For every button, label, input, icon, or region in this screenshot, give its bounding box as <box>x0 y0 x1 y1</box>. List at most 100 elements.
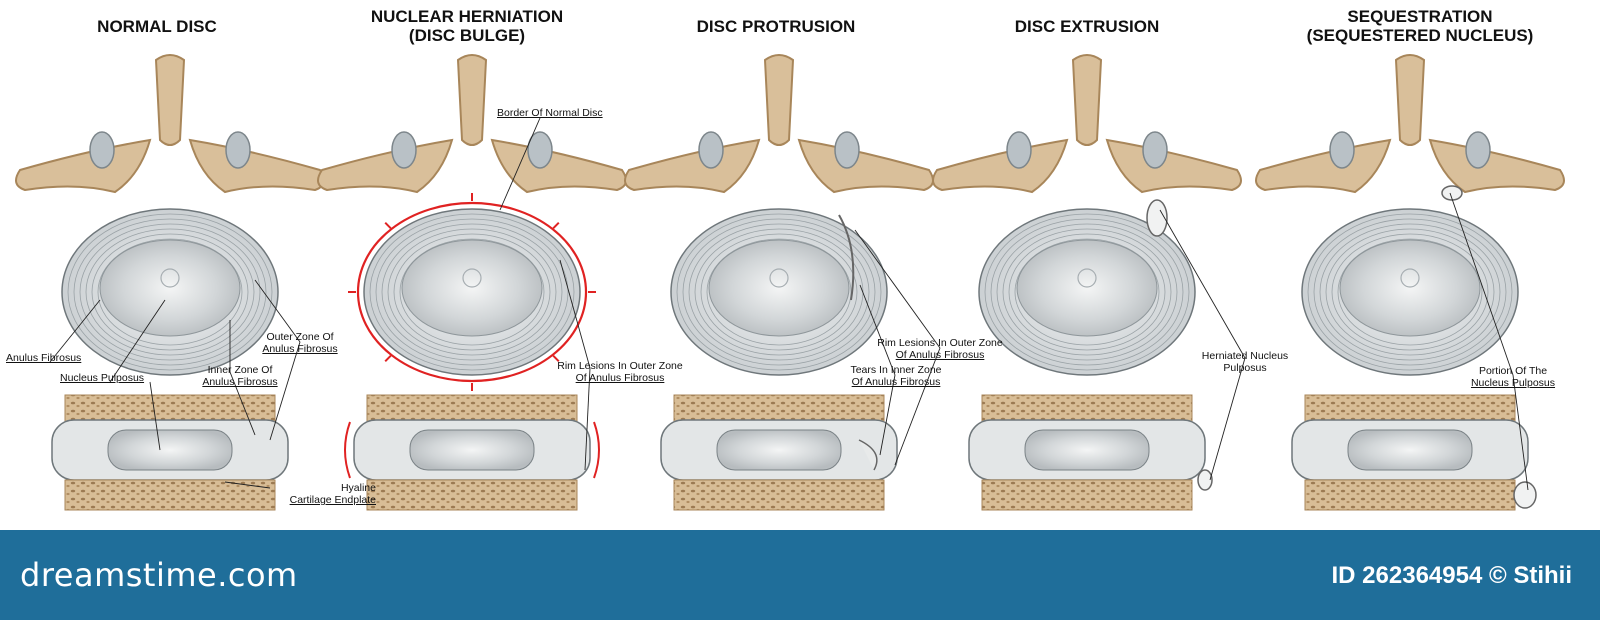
spinous-process-shape <box>1071 54 1103 146</box>
left-facet-shape <box>1006 131 1032 169</box>
anulus-ring <box>369 213 575 371</box>
anulus-ring <box>375 218 569 366</box>
left-transverse-process-shape <box>1255 138 1392 194</box>
brand-logo-text: dreamstime.com <box>20 556 298 594</box>
anulus-ring <box>688 223 870 361</box>
bulge-side-left <box>344 421 351 479</box>
nucleus-side-view <box>716 429 842 471</box>
stock-footer-bar: dreamstime.com ID 262364954 © Stihii <box>0 530 1600 620</box>
anulus-ring <box>1325 228 1495 356</box>
left-transverse-process-shape <box>624 138 761 194</box>
panel-title-line: (DISC BULGE) <box>408 26 526 45</box>
panel-1-artwork <box>15 54 325 511</box>
bulge-direction-arrow <box>552 354 560 363</box>
bulge-side-right <box>593 421 600 479</box>
panel-title-line: DISC PROTRUSION <box>696 17 856 36</box>
anulus-ring <box>984 213 1190 371</box>
diagram-stage: NORMAL DISC NUCLEAR HERNIATION (DISC BUL… <box>6 7 1565 511</box>
lower-vertebral-body <box>673 479 885 511</box>
anulus-ring <box>393 233 551 351</box>
lower-vertebral-body <box>64 479 276 511</box>
anulus-ring <box>67 213 273 371</box>
disc-herniation-illustration <box>15 54 1565 511</box>
bulge-direction-arrow <box>384 221 392 230</box>
panel-title-line: NUCLEAR HERNIATION <box>370 7 564 26</box>
lower-vertebral-body <box>981 479 1193 511</box>
anulus-ring <box>97 238 243 346</box>
label-rim-lesions: Rim Lesions In Outer Zone Of Anulus Fibr… <box>557 360 683 384</box>
panel-4-artwork <box>932 54 1242 511</box>
leader-line <box>229 371 256 436</box>
anulus-ring <box>1331 233 1489 351</box>
label-tears-inner-zone: Tears In Inner Zone Of Anulus Fibrosus <box>850 364 942 388</box>
leader-line <box>584 367 591 471</box>
right-facet-shape <box>1142 131 1168 169</box>
label-inner-zone: Inner Zone Of Anulus Fibrosus <box>202 364 278 388</box>
sequestered-fragment-side <box>1513 481 1537 509</box>
disc-bulge-border <box>356 201 588 383</box>
nucleus-top-view <box>1016 239 1158 337</box>
leader-line <box>854 229 941 349</box>
leader-line <box>499 117 541 211</box>
leader-line <box>1209 357 1246 481</box>
panel-title-disc-protrusion: DISC PROTRUSION <box>636 17 916 36</box>
left-facet-shape <box>1329 131 1355 169</box>
panel-title-line: NORMAL DISC <box>97 17 217 36</box>
leader-line <box>224 481 271 489</box>
upper-vertebral-body <box>366 394 578 424</box>
panel-title-normal-disc: NORMAL DISC <box>17 17 297 36</box>
anulus-ring <box>91 233 249 351</box>
right-facet-shape <box>527 131 553 169</box>
anulus-ring <box>85 228 255 356</box>
anulus-ring <box>387 228 557 356</box>
left-facet-shape <box>698 131 724 169</box>
anulus-ring <box>700 233 858 351</box>
spinous-process-shape <box>456 54 488 146</box>
label-anulus-fibrosus: Anulus Fibrosus <box>6 352 82 364</box>
anulus-ring <box>399 238 545 346</box>
panel-title-line: DISC EXTRUSION <box>1014 17 1160 36</box>
leader-line <box>559 259 591 369</box>
anulus-ring <box>682 218 876 366</box>
panel-title-nuclear-herniation: NUCLEAR HERNIATION (DISC BULGE) <box>327 7 607 45</box>
anulus-ring <box>381 223 563 361</box>
leader-line <box>1512 374 1529 491</box>
leader-line <box>254 279 301 343</box>
panel-title-line: SEQUESTRATION <box>1347 7 1493 26</box>
anulus-ring <box>1008 233 1166 351</box>
anulus-ring <box>1319 223 1501 361</box>
extruded-nucleus-side <box>1197 469 1213 491</box>
anulus-ring <box>1014 238 1160 346</box>
panel-title-line: (SEQUESTERED NUCLEUS) <box>1306 26 1534 45</box>
nucleus-side-view <box>1347 429 1473 471</box>
left-transverse-process-shape <box>15 138 152 194</box>
label-portion-of-nucleus: Portion Of The Nucleus Pulposus <box>1470 365 1556 389</box>
upper-vertebral-body <box>1304 394 1516 424</box>
leader-line <box>109 299 166 383</box>
anulus-ring <box>990 218 1184 366</box>
nucleus-center-swirl <box>160 268 180 288</box>
leader-line <box>1449 192 1514 376</box>
right-transverse-process-shape <box>188 138 325 194</box>
upper-vertebral-body <box>64 394 276 424</box>
right-transverse-process-shape <box>1105 138 1242 194</box>
lower-vertebral-body <box>1304 479 1516 511</box>
right-transverse-process-shape <box>490 138 627 194</box>
leader-line <box>859 284 896 376</box>
nucleus-side-view <box>1024 429 1150 471</box>
anulus-ring <box>706 238 852 346</box>
label-herniated-nucleus: Herniated Nucleus Pulposus <box>1201 350 1289 374</box>
panel-3-artwork <box>624 54 934 511</box>
nucleus-center-swirl <box>1077 268 1097 288</box>
protrusion-side-mark <box>858 439 878 471</box>
upper-vertebral-body <box>673 394 885 424</box>
extruded-nucleus-top <box>1146 199 1168 237</box>
anulus-ring <box>1002 228 1172 356</box>
leader-line <box>269 341 301 441</box>
leader-line <box>879 374 896 456</box>
nucleus-side-view <box>409 429 535 471</box>
nucleus-center-swirl <box>462 268 482 288</box>
anulus-ring <box>996 223 1178 361</box>
nucleus-top-view <box>99 239 241 337</box>
spinous-process-shape <box>1394 54 1426 146</box>
